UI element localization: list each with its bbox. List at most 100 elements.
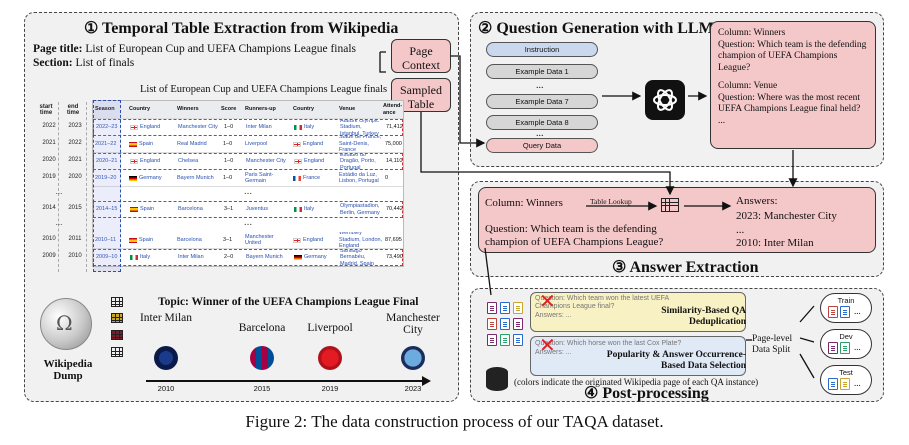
table-cell-winners[interactable]: Real Madrid — [177, 140, 207, 147]
selection-question: Question: Which horse won the last Cox P… — [535, 340, 682, 347]
dedup-answers: Answers: ... — [535, 312, 572, 319]
time-ellipsis: ... — [55, 187, 63, 196]
qa-doc-icon — [500, 334, 510, 346]
table-cell-season[interactable]: 2009–10 — [96, 254, 118, 261]
header-season: Season — [95, 106, 115, 113]
time-ellipsis: ... — [55, 218, 63, 227]
table-cell-country: England — [130, 120, 174, 135]
table-cell-runners-up[interactable]: Liverpool — [245, 140, 268, 147]
pill-dots-1: ... — [536, 80, 544, 91]
table-cell-season[interactable]: 2019–20 — [95, 174, 117, 181]
qa-doc-icon — [500, 302, 510, 314]
table-cell-score: 1–0 — [223, 140, 233, 147]
p3-table-icon — [661, 198, 679, 212]
flag-icon — [130, 207, 138, 212]
cross-icon-2: ✕ — [539, 333, 556, 357]
table-cell-venue[interactable]: Stade de France, Saint-Denis, France — [339, 136, 382, 152]
topic-label: Topic: Winner of the UEFA Champions Leag… — [158, 296, 419, 308]
table-cell-runners-up[interactable]: Manchester City — [246, 158, 286, 165]
table-cell-winners[interactable]: Bayern Munich — [177, 174, 214, 181]
arrow-table-to-lookup — [420, 112, 675, 196]
table-cell-season[interactable]: 2020–21 — [96, 158, 118, 165]
split-dots: ... — [854, 378, 861, 388]
timeline-axis — [146, 380, 424, 382]
start-time-value: 2019 — [42, 174, 56, 180]
header-country2: Country — [293, 106, 315, 113]
table-cell-score: 3–1 — [223, 236, 233, 243]
header-country: Country — [129, 106, 151, 113]
table-cell-runners-up[interactable]: Bayern Munich — [246, 254, 283, 261]
section-label: Section: — [33, 57, 73, 69]
end-time-value: 2010 — [68, 253, 82, 259]
flag-icon — [293, 237, 301, 243]
table-cell-venue[interactable]: Estádio do Dragão, Porto, Portugal — [340, 154, 376, 169]
split-doc-icon — [828, 306, 838, 318]
wikipedia-table: Season Country Winners Score Runners-up … — [92, 100, 404, 267]
table-cell-country: Spain — [129, 232, 173, 248]
flag-icon — [294, 255, 302, 260]
table-icon-2 — [111, 313, 123, 323]
pill-instruction: Instruction — [486, 42, 598, 57]
dedup-question: Question: Which team won the latest UEFA… — [535, 295, 669, 310]
page-context-box: Page Context — [391, 39, 451, 73]
table-cell-country: Spain — [130, 202, 174, 217]
timeline-team: Liverpool — [307, 322, 353, 334]
end-time-value: 2015 — [68, 205, 82, 211]
table-cell-winners[interactable]: Inter Milan — [178, 254, 204, 261]
split-branches — [799, 305, 815, 379]
table-cell-season[interactable]: 2010–11 — [95, 236, 117, 243]
flag-icon — [293, 141, 301, 147]
flag-icon — [294, 159, 302, 164]
table-cell-venue[interactable]: Wembley Stadium, London, England — [339, 232, 383, 248]
header-runners-up: Runners-up — [245, 106, 276, 113]
pill-example-1: Example Data 1 — [486, 64, 598, 79]
table-cell-winners[interactable]: Barcelona — [178, 206, 203, 213]
database-icon — [486, 367, 508, 391]
table-caption: List of European Cup and UEFA Champions … — [140, 84, 388, 95]
timeline-team: Manchester City — [386, 312, 440, 336]
table-cell-season[interactable]: 2021–22 — [95, 140, 117, 147]
table-cell-runners-up[interactable]: Juventus — [246, 206, 269, 213]
table-cell-winners[interactable]: Barcelona — [177, 236, 202, 243]
pill-example-7: Example Data 7 — [486, 94, 598, 109]
page-title-value: List of European Cup and UEFA Champions … — [85, 43, 357, 55]
table-cell-runners-up[interactable]: Manchester United — [245, 233, 274, 247]
table-cell-venue[interactable]: Atatürk Olympic Stadium, Istanbul, Turke… — [340, 120, 379, 135]
split-doc-icon — [828, 378, 838, 390]
table-cell-attendance: 87,695 — [385, 236, 402, 243]
table-cell-venue[interactable]: Olympiastadion, Berlin, Germany — [340, 203, 380, 216]
qa-doc-icon — [487, 334, 497, 346]
table-cell-runners-up[interactable]: Paris Saint-Germain — [245, 171, 274, 185]
table-cell-winners[interactable]: Chelsea — [178, 158, 199, 165]
cross-icon-1: ✕ — [539, 289, 556, 313]
timeline-year: 2010 — [157, 384, 175, 393]
table-cell-season[interactable]: 2022–23 — [96, 124, 118, 131]
flag-icon — [130, 159, 138, 164]
start-time-value: 2014 — [42, 205, 56, 211]
table-cell-season[interactable]: 2014–15 — [96, 206, 118, 213]
context-bracket — [379, 51, 386, 73]
start-time-value: 2009 — [42, 253, 56, 259]
table-cell-winners[interactable]: Manchester City — [178, 124, 218, 131]
table-cell-country2: England — [293, 136, 337, 152]
llm-logo-icon — [645, 80, 685, 120]
team-crest-icon — [154, 346, 178, 370]
p3-answer-1: 2023: Manchester City — [736, 210, 837, 222]
split-dots: ... — [854, 342, 861, 352]
wikipedia-globe-icon: Ω — [40, 298, 92, 350]
color-note: (colors indicate the originated Wikipedi… — [514, 377, 759, 387]
split-doc-icon — [840, 342, 850, 354]
table-cell-score: 3–1 — [224, 206, 234, 213]
table-cell-runners-up[interactable]: Inter Milan — [246, 124, 272, 131]
timeline-year: 2019 — [321, 384, 339, 393]
table-cell-venue[interactable]: Santiago Bernabéu, Madrid, Spain — [340, 250, 374, 265]
timeline-team: Inter Milan — [139, 312, 193, 324]
selection-answers: Answers: ... — [535, 349, 572, 356]
table-cell-venue[interactable]: Estádio da Luz, Lisbon, Portugal — [339, 171, 379, 185]
qa-doc-icon — [513, 334, 523, 346]
table-cell-attendance: 75,000 — [385, 140, 402, 147]
output-question-2: Question: Where was the most recent UEFA… — [718, 92, 861, 115]
qa-doc-icon — [487, 302, 497, 314]
